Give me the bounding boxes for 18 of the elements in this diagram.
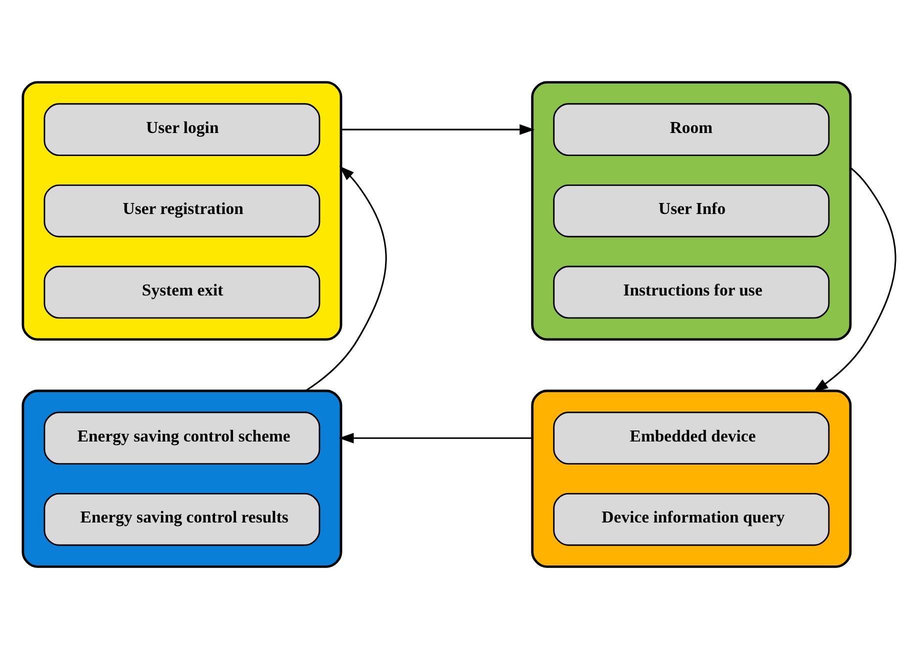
- cluster: [22, 80, 342, 340]
- node-box: Instructions for use: [553, 265, 830, 318]
- node-box: User registration: [44, 184, 320, 237]
- node-box: Room: [553, 102, 830, 156]
- arrow: [813, 166, 896, 392]
- arrow: [338, 432, 532, 443]
- node-box: Device information query: [553, 492, 830, 546]
- arrow: [341, 124, 535, 134]
- node-box: Energy saving control results: [44, 492, 320, 546]
- node-box: Energy saving control scheme: [44, 411, 320, 464]
- arrow: [305, 166, 387, 392]
- cluster: [22, 389, 342, 568]
- node-box: User Info: [553, 184, 830, 237]
- cluster: [531, 389, 852, 568]
- node-box: System exit: [44, 265, 320, 318]
- node-box: User login: [44, 102, 320, 156]
- cluster: [531, 80, 852, 340]
- node-box: Embedded device: [553, 411, 830, 464]
